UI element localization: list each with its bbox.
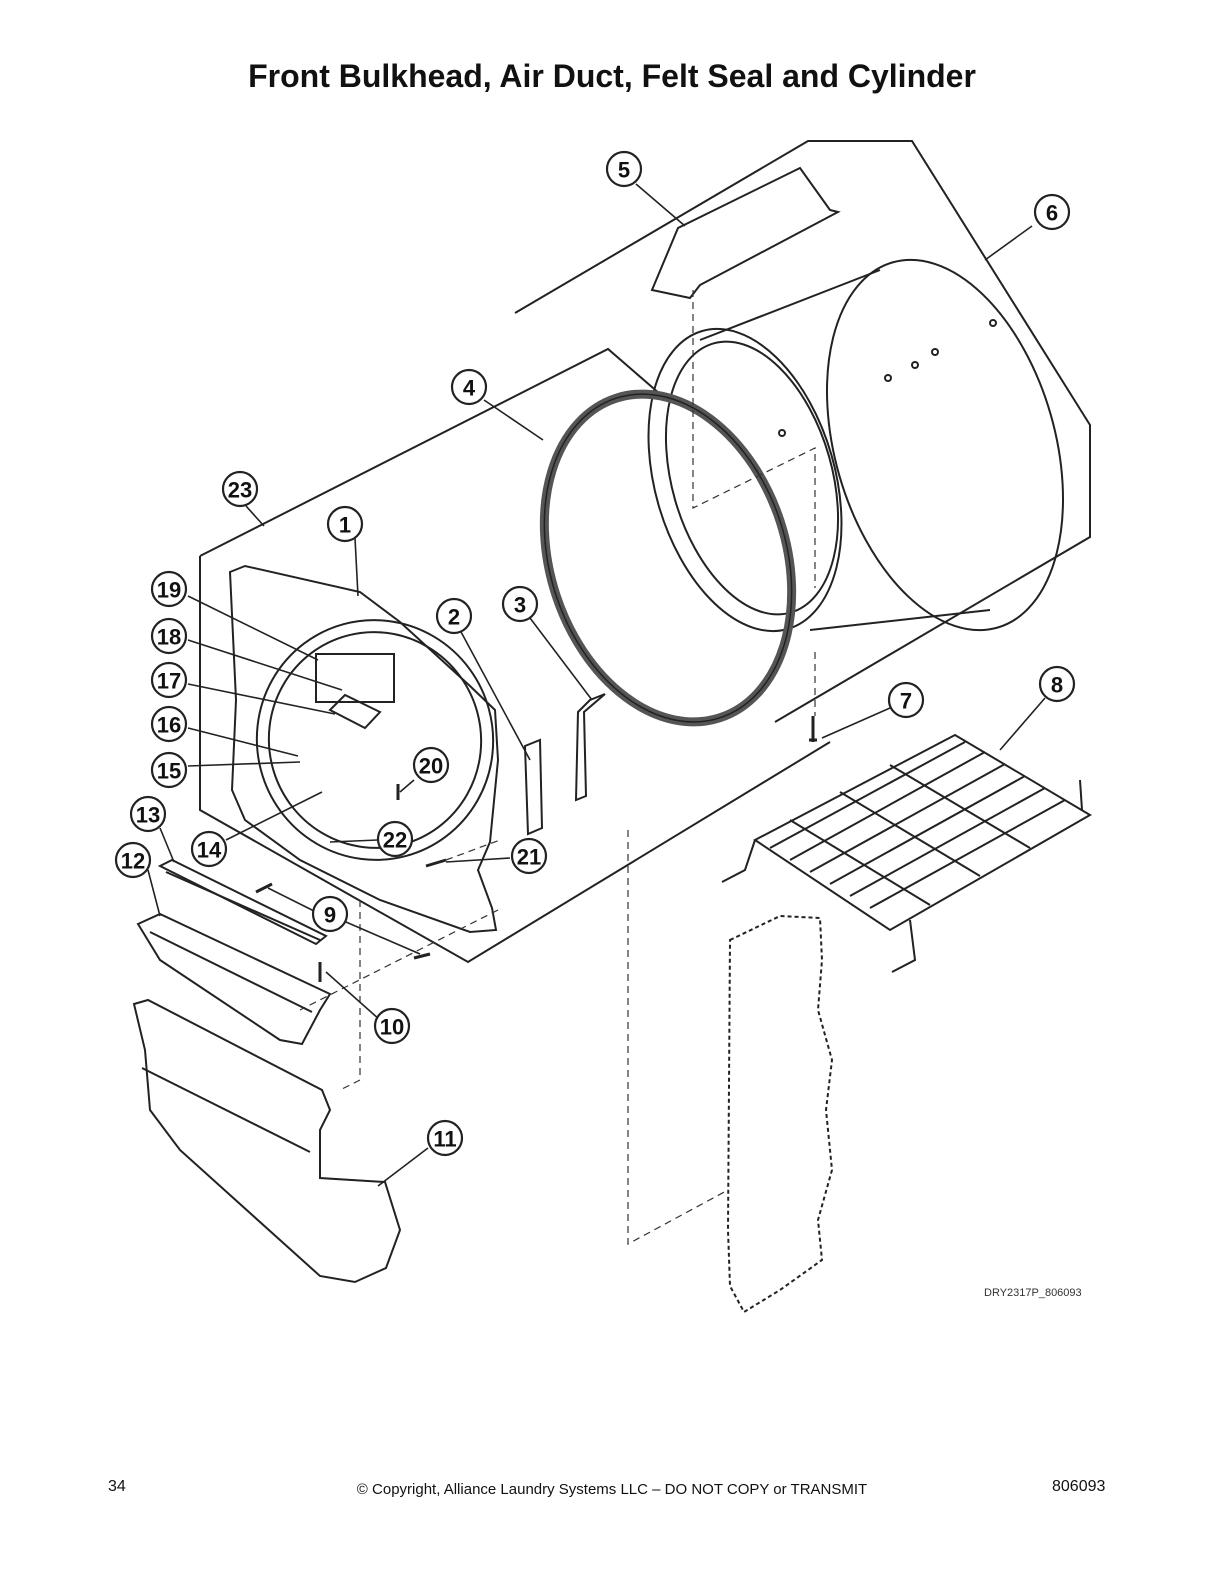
seal-retainer-bracket xyxy=(574,693,606,802)
cylinder-drum xyxy=(647,258,1064,633)
screw-9b xyxy=(413,952,431,960)
air-duct xyxy=(132,998,402,1284)
svg-text:4: 4 xyxy=(463,376,476,401)
svg-text:6: 6 xyxy=(1046,201,1058,226)
callout-16: 16 xyxy=(150,705,188,743)
callout-7: 7 xyxy=(887,681,925,719)
felt-seal xyxy=(539,389,797,727)
svg-text:5: 5 xyxy=(618,158,630,183)
callout-6: 6 xyxy=(1033,193,1071,231)
svg-text:9: 9 xyxy=(324,903,336,928)
svg-text:19: 19 xyxy=(157,578,181,603)
callout-11: 11 xyxy=(426,1119,464,1157)
svg-text:20: 20 xyxy=(419,754,443,779)
callout-13: 13 xyxy=(129,795,167,833)
svg-text:12: 12 xyxy=(121,849,145,874)
copyright-notice: © Copyright, Alliance Laundry Systems LL… xyxy=(356,1481,868,1498)
svg-text:2: 2 xyxy=(448,605,460,630)
callout-15: 15 xyxy=(150,751,188,789)
callout-18: 18 xyxy=(150,617,188,655)
svg-text:3: 3 xyxy=(514,593,526,618)
svg-text:1: 1 xyxy=(339,513,351,538)
lint-filter xyxy=(136,912,332,1046)
svg-text:10: 10 xyxy=(380,1015,404,1040)
bulkhead-group-bracket xyxy=(199,347,661,557)
lint-screen-grille xyxy=(157,858,328,946)
svg-text:8: 8 xyxy=(1051,673,1063,698)
screw-9a xyxy=(255,882,273,894)
callout-9: 9 xyxy=(311,895,349,933)
callout-1: 1 xyxy=(326,505,364,543)
callout-8: 8 xyxy=(1038,665,1076,703)
svg-text:7: 7 xyxy=(900,689,912,714)
svg-text:14: 14 xyxy=(197,838,222,863)
callout-10: 10 xyxy=(373,1007,411,1045)
door-panel-breakaway xyxy=(726,914,834,1314)
document-number: 806093 xyxy=(1052,1478,1106,1495)
svg-text:15: 15 xyxy=(157,759,181,784)
svg-text:23: 23 xyxy=(228,478,252,503)
cylinder-group-bracket xyxy=(514,140,1091,723)
callout-12: 12 xyxy=(114,841,152,879)
callout-2: 2 xyxy=(435,597,473,635)
callout-4: 4 xyxy=(450,368,488,406)
callout-20: 20 xyxy=(412,746,450,784)
hinge-bracket xyxy=(523,738,544,836)
callout-21: 21 xyxy=(510,837,548,875)
drying-rack xyxy=(721,733,1092,973)
callout-14: 14 xyxy=(190,830,228,868)
callout-3: 3 xyxy=(501,585,539,623)
svg-text:22: 22 xyxy=(383,828,407,853)
callout-17: 17 xyxy=(150,661,188,699)
svg-text:13: 13 xyxy=(136,803,160,828)
svg-text:21: 21 xyxy=(517,845,541,870)
callout-19: 19 xyxy=(150,570,188,608)
drum-baffle xyxy=(650,166,841,300)
callout-5: 5 xyxy=(605,150,643,188)
page-title: Front Bulkhead, Air Duct, Felt Seal and … xyxy=(248,58,976,94)
callout-22: 22 xyxy=(376,820,414,858)
svg-text:17: 17 xyxy=(157,669,181,694)
page-number: 34 xyxy=(108,1478,126,1495)
figure-reference: DRY2317P_806093 xyxy=(984,1287,1082,1299)
callout-23: 23 xyxy=(221,470,259,508)
screw-7 xyxy=(809,716,817,742)
svg-text:18: 18 xyxy=(157,625,181,650)
svg-text:16: 16 xyxy=(157,713,181,738)
front-bulkhead xyxy=(228,564,500,934)
svg-text:11: 11 xyxy=(433,1127,456,1152)
screw-21 xyxy=(425,858,447,868)
